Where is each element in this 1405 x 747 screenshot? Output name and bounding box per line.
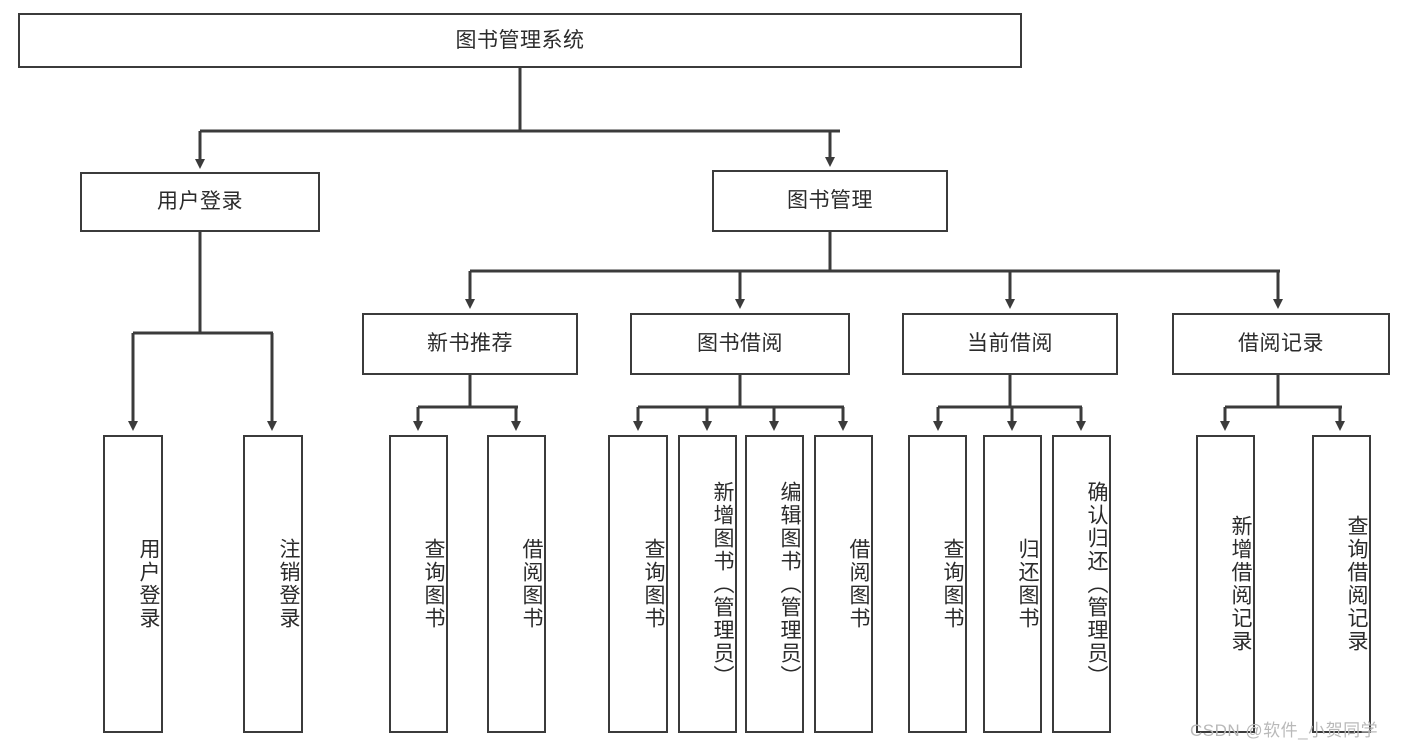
node-user-login[interactable]: 用户登录 <box>80 172 320 232</box>
leaf-borrow-add-book-admin[interactable]: 新增图书（管理员） <box>678 435 737 733</box>
leaf-current-query-book[interactable]: 查询图书 <box>908 435 967 733</box>
leaf-borrow-borrow-book[interactable]: 借阅图书 <box>814 435 873 733</box>
leaf-record-query-record[interactable]: 查询借阅记录 <box>1312 435 1371 733</box>
node-current-borrow[interactable]: 当前借阅 <box>902 313 1118 375</box>
leaf-recommend-borrow-book[interactable]: 借阅图书 <box>487 435 546 733</box>
leaf-user-login-login[interactable]: 用户登录 <box>103 435 163 733</box>
leaf-user-login-logout[interactable]: 注销登录 <box>243 435 303 733</box>
node-root[interactable]: 图书管理系统 <box>18 13 1022 68</box>
leaf-current-return-book[interactable]: 归还图书 <box>983 435 1042 733</box>
node-book-borrow[interactable]: 图书借阅 <box>630 313 850 375</box>
node-new-book-recommend[interactable]: 新书推荐 <box>362 313 578 375</box>
leaf-borrow-query-book[interactable]: 查询图书 <box>608 435 668 733</box>
leaf-current-confirm-return-admin[interactable]: 确认归还（管理员） <box>1052 435 1111 733</box>
node-borrow-record[interactable]: 借阅记录 <box>1172 313 1390 375</box>
node-book-management[interactable]: 图书管理 <box>712 170 948 232</box>
leaf-recommend-query-book[interactable]: 查询图书 <box>389 435 448 733</box>
leaf-record-add-record[interactable]: 新增借阅记录 <box>1196 435 1255 733</box>
leaf-borrow-edit-book-admin[interactable]: 编辑图书（管理员） <box>745 435 804 733</box>
csdn-watermark: CSDN @软件_小贺同学 <box>1190 721 1379 740</box>
